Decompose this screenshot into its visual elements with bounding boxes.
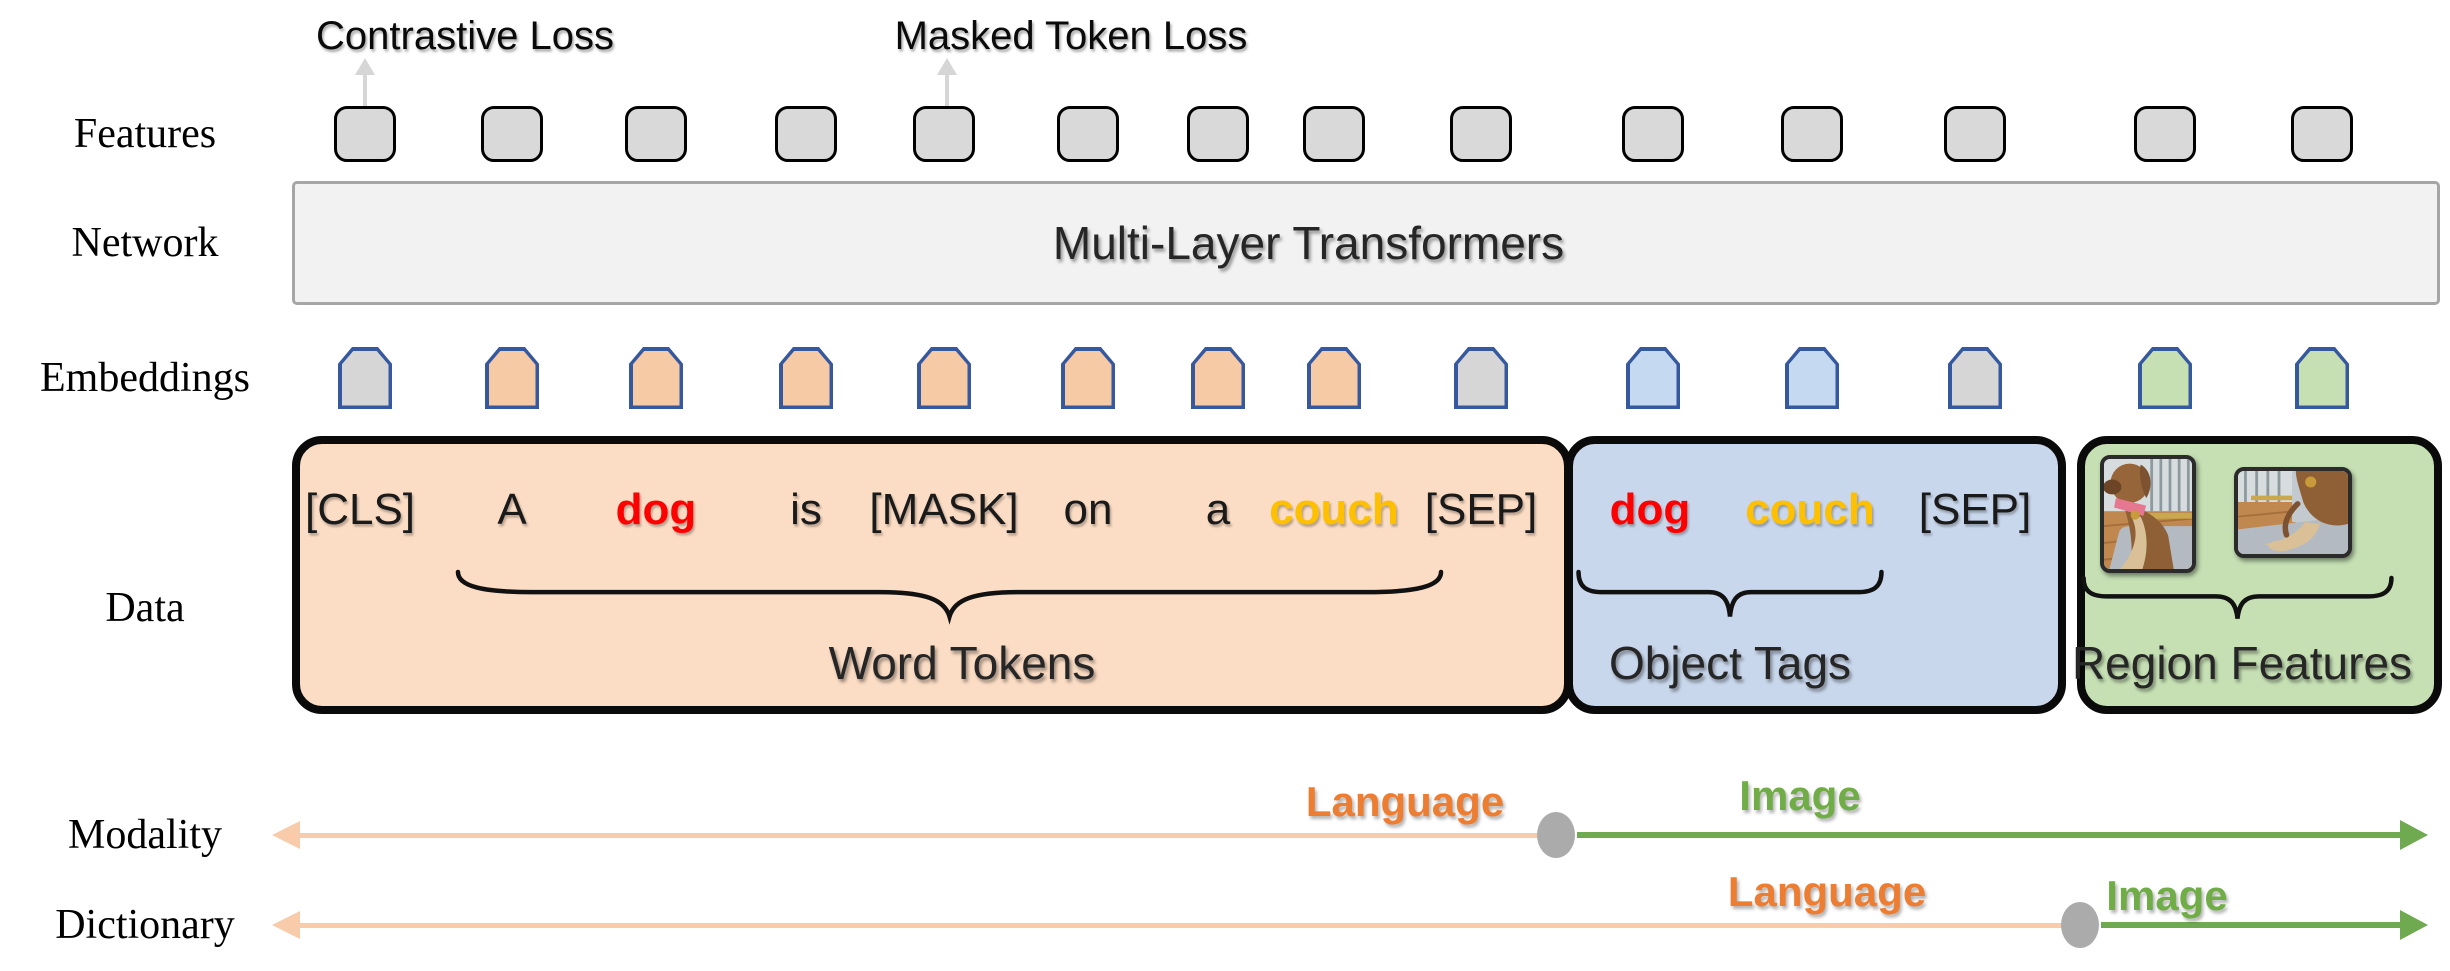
token-text: [CLS] — [304, 485, 416, 534]
embedding-shape — [2138, 347, 2192, 409]
contrastive-loss-arrow-icon — [363, 74, 367, 106]
feature-box — [1944, 106, 2006, 162]
embedding-shape — [917, 347, 971, 409]
embedding-shape — [1307, 347, 1361, 409]
embedding-shape — [338, 347, 392, 409]
token-text: couch — [1269, 485, 1399, 534]
dictionary-language-arrowhead-icon — [272, 911, 300, 939]
feature-box — [1781, 106, 1843, 162]
region-features-brace — [2082, 578, 2393, 620]
embedding-shape — [779, 347, 833, 409]
dictionary-language-label: Language — [1727, 868, 1927, 915]
feature-box — [2291, 106, 2353, 162]
object-tags-label: Object Tags — [1608, 637, 1852, 689]
embedding-shape — [1454, 347, 1508, 409]
object-tags-box — [1565, 436, 2066, 714]
modality-language-line — [296, 833, 1538, 838]
feature-box — [775, 106, 837, 162]
word-tokens-label: Word Tokens — [828, 637, 1096, 689]
embedding-shape — [1191, 347, 1245, 409]
masked-token-loss-label: Masked Token Loss — [894, 14, 1248, 58]
feature-box — [1303, 106, 1365, 162]
feature-box — [913, 106, 975, 162]
dictionary-split-dot — [2061, 902, 2099, 948]
row-label: Features — [73, 111, 217, 157]
token-text: is — [790, 485, 822, 534]
modality-image-line — [1577, 832, 2400, 838]
feature-box — [1187, 106, 1249, 162]
token-text: [SEP] — [1424, 485, 1538, 534]
region-image-1 — [2100, 455, 2196, 573]
feature-box — [2134, 106, 2196, 162]
contrastive-loss-label: Contrastive Loss — [316, 14, 614, 58]
dictionary-language-line — [296, 923, 2062, 928]
row-label: Dictionary — [55, 902, 235, 948]
token-text: dog — [1609, 485, 1691, 534]
masked-token-loss-arrow-icon — [945, 74, 949, 106]
transformer-network-label: Multi-Layer Transformers — [1052, 217, 1565, 269]
feature-box — [481, 106, 543, 162]
embedding-shape — [2295, 347, 2349, 409]
feature-box — [1450, 106, 1512, 162]
token-text: couch — [1745, 485, 1875, 534]
row-label: Modality — [68, 812, 222, 858]
modality-image-label: Image — [1739, 772, 1861, 819]
feature-box — [1622, 106, 1684, 162]
modality-language-arrowhead-icon — [272, 821, 300, 849]
embedding-shape — [485, 347, 539, 409]
word-tokens-box — [292, 436, 1572, 714]
embedding-shape — [629, 347, 683, 409]
row-label: Network — [71, 220, 219, 266]
token-text: [SEP] — [1918, 485, 2032, 534]
feature-box — [625, 106, 687, 162]
token-text: A — [497, 485, 527, 534]
dictionary-image-line — [2101, 922, 2400, 928]
modality-image-arrowhead-icon — [2400, 820, 2428, 850]
feature-box — [1057, 106, 1119, 162]
modality-split-dot — [1537, 812, 1575, 858]
region-image-2 — [2234, 467, 2352, 558]
row-label: Embeddings — [40, 355, 250, 401]
word-tokens-brace — [453, 572, 1446, 618]
object-tags-brace — [1577, 572, 1883, 618]
embedding-shape — [1061, 347, 1115, 409]
region-features-label: Region Features — [2071, 637, 2413, 689]
dictionary-image-arrowhead-icon — [2400, 910, 2428, 940]
token-text: a — [1205, 485, 1231, 534]
token-text: on — [1063, 485, 1113, 534]
embedding-shape — [1948, 347, 2002, 409]
row-label: Data — [105, 585, 185, 631]
modality-language-label: Language — [1305, 778, 1505, 825]
token-text: [MASK] — [869, 485, 1019, 534]
embedding-shape — [1785, 347, 1839, 409]
dictionary-image-label: Image — [2106, 872, 2228, 919]
transformer-network-box: Multi-Layer Transformers — [292, 181, 2440, 305]
feature-box — [334, 106, 396, 162]
token-text: dog — [615, 485, 697, 534]
embedding-shape — [1626, 347, 1680, 409]
